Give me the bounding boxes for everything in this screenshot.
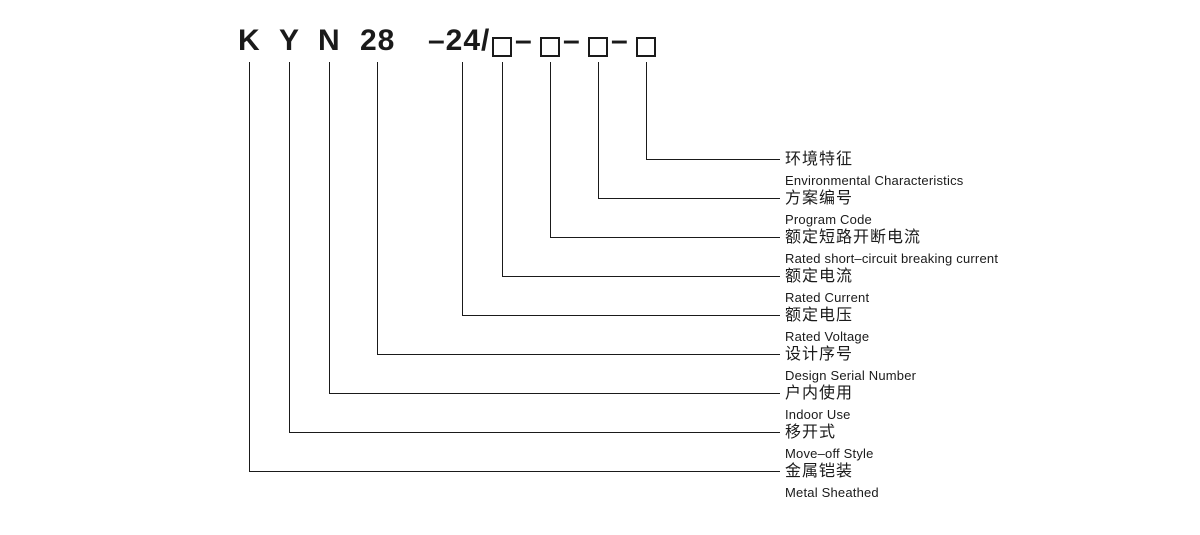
connector-indoor-use — [329, 62, 780, 394]
label-program-code: 方案编号 Program Code — [785, 189, 872, 229]
label-breaking-current: 额定短路开断电流 Rated short–circuit breaking cu… — [785, 228, 998, 268]
connector-rated-voltage — [462, 62, 780, 316]
label-cn: 额定电压 — [785, 307, 854, 324]
label-cn: 移开式 — [785, 424, 837, 441]
code-letter-k: K — [238, 24, 261, 57]
label-en: Move–off Style — [785, 446, 874, 461]
label-cn: 环境特征 — [785, 151, 854, 168]
connector-breaking-current — [550, 62, 780, 238]
connector-program-code — [598, 62, 780, 199]
code-design-serial: 28 — [360, 24, 396, 57]
label-en: Program Code — [785, 212, 872, 227]
code-rated-voltage: –24/ — [428, 24, 491, 57]
label-en: Design Serial Number — [785, 368, 917, 383]
code-separator: – — [515, 24, 533, 57]
label-indoor-use: 户内使用 Indoor Use — [785, 384, 853, 424]
placeholder-box-rated-current — [492, 37, 512, 57]
label-cn: 额定短路开断电流 — [785, 229, 922, 246]
label-move-off-style: 移开式 Move–off Style — [785, 423, 874, 463]
placeholder-box-environmental — [636, 37, 656, 57]
connector-move-off-style — [289, 62, 780, 433]
connector-metal-sheathed — [249, 62, 780, 472]
label-rated-voltage: 额定电压 Rated Voltage — [785, 306, 869, 346]
label-en: Environmental Characteristics — [785, 173, 964, 188]
code-separator: – — [611, 24, 629, 57]
label-rated-current: 额定电流 Rated Current — [785, 267, 869, 307]
code-letter-n: N — [318, 24, 341, 57]
label-design-serial: 设计序号 Design Serial Number — [785, 345, 916, 385]
label-en: Rated Current — [785, 290, 870, 305]
placeholder-box-breaking-current — [540, 37, 560, 57]
connector-design-serial — [377, 62, 780, 355]
connector-environmental-characteristics — [646, 62, 780, 160]
label-cn: 户内使用 — [785, 385, 854, 402]
label-en: Rated short–circuit breaking current — [785, 251, 999, 266]
label-cn: 额定电流 — [785, 268, 854, 285]
code-letter-y: Y — [279, 24, 301, 57]
label-en: Indoor Use — [785, 407, 851, 422]
label-metal-sheathed: 金属铠装 Metal Sheathed — [785, 462, 879, 502]
placeholder-box-program-code — [588, 37, 608, 57]
label-en: Metal Sheathed — [785, 485, 879, 500]
connector-rated-current — [502, 62, 780, 277]
label-cn: 金属铠装 — [785, 463, 854, 480]
code-separator: – — [563, 24, 581, 57]
label-environmental-characteristics: 环境特征 Environmental Characteristics — [785, 150, 963, 190]
label-cn: 方案编号 — [785, 190, 854, 207]
label-cn: 设计序号 — [785, 346, 854, 363]
label-en: Rated Voltage — [785, 329, 870, 344]
